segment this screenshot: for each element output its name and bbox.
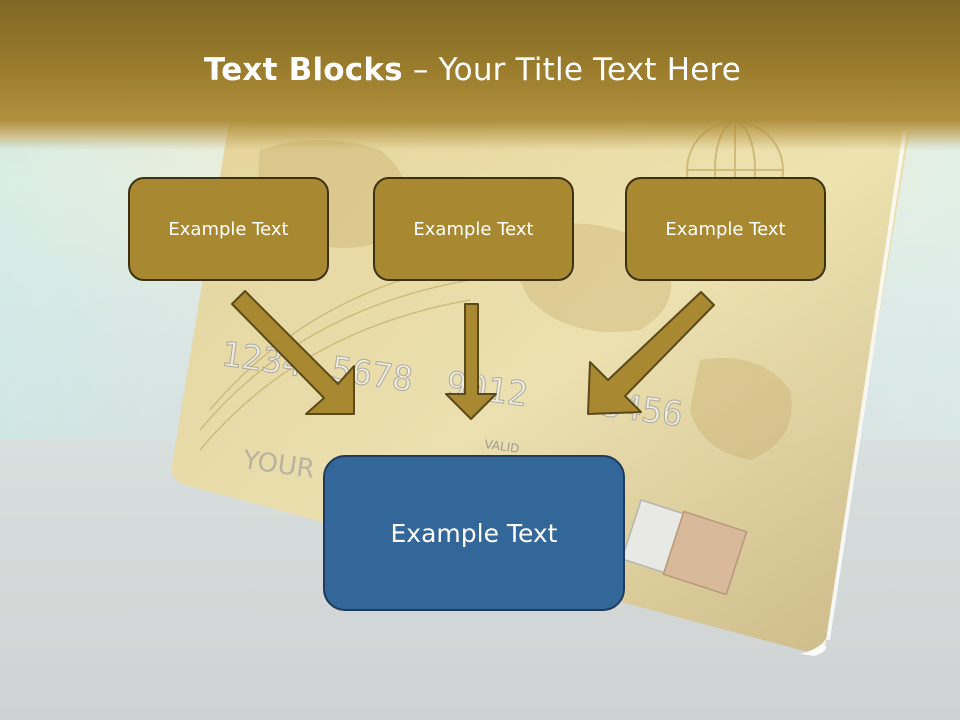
top-box-3[interactable]: Example Text	[625, 177, 826, 281]
top-box-1[interactable]: Example Text	[128, 177, 329, 281]
header-band	[0, 0, 960, 150]
arrow-right	[587, 291, 715, 415]
arrow-left	[231, 290, 355, 415]
card-logo-icon	[620, 498, 748, 596]
top-box-1-label: Example Text	[168, 218, 289, 240]
bottom-box-label: Example Text	[390, 518, 558, 548]
bottom-box[interactable]: Example Text	[323, 455, 625, 611]
top-box-2-label: Example Text	[413, 218, 534, 240]
card-number-group-3: 9012	[444, 364, 531, 415]
valid-label: VALID	[484, 437, 521, 456]
card-number-group-2: 5678	[329, 349, 416, 400]
top-box-3-label: Example Text	[665, 218, 786, 240]
slide-title: Text Blocks – Your Title Text Here	[0, 52, 945, 88]
arrow-center	[445, 303, 497, 420]
card-number: 1234 5678 9012 3456	[218, 334, 686, 436]
top-box-2[interactable]: Example Text	[373, 177, 574, 281]
title-bold: Text Blocks	[203, 52, 403, 88]
title-rest: – Your Title Text Here	[402, 52, 742, 88]
